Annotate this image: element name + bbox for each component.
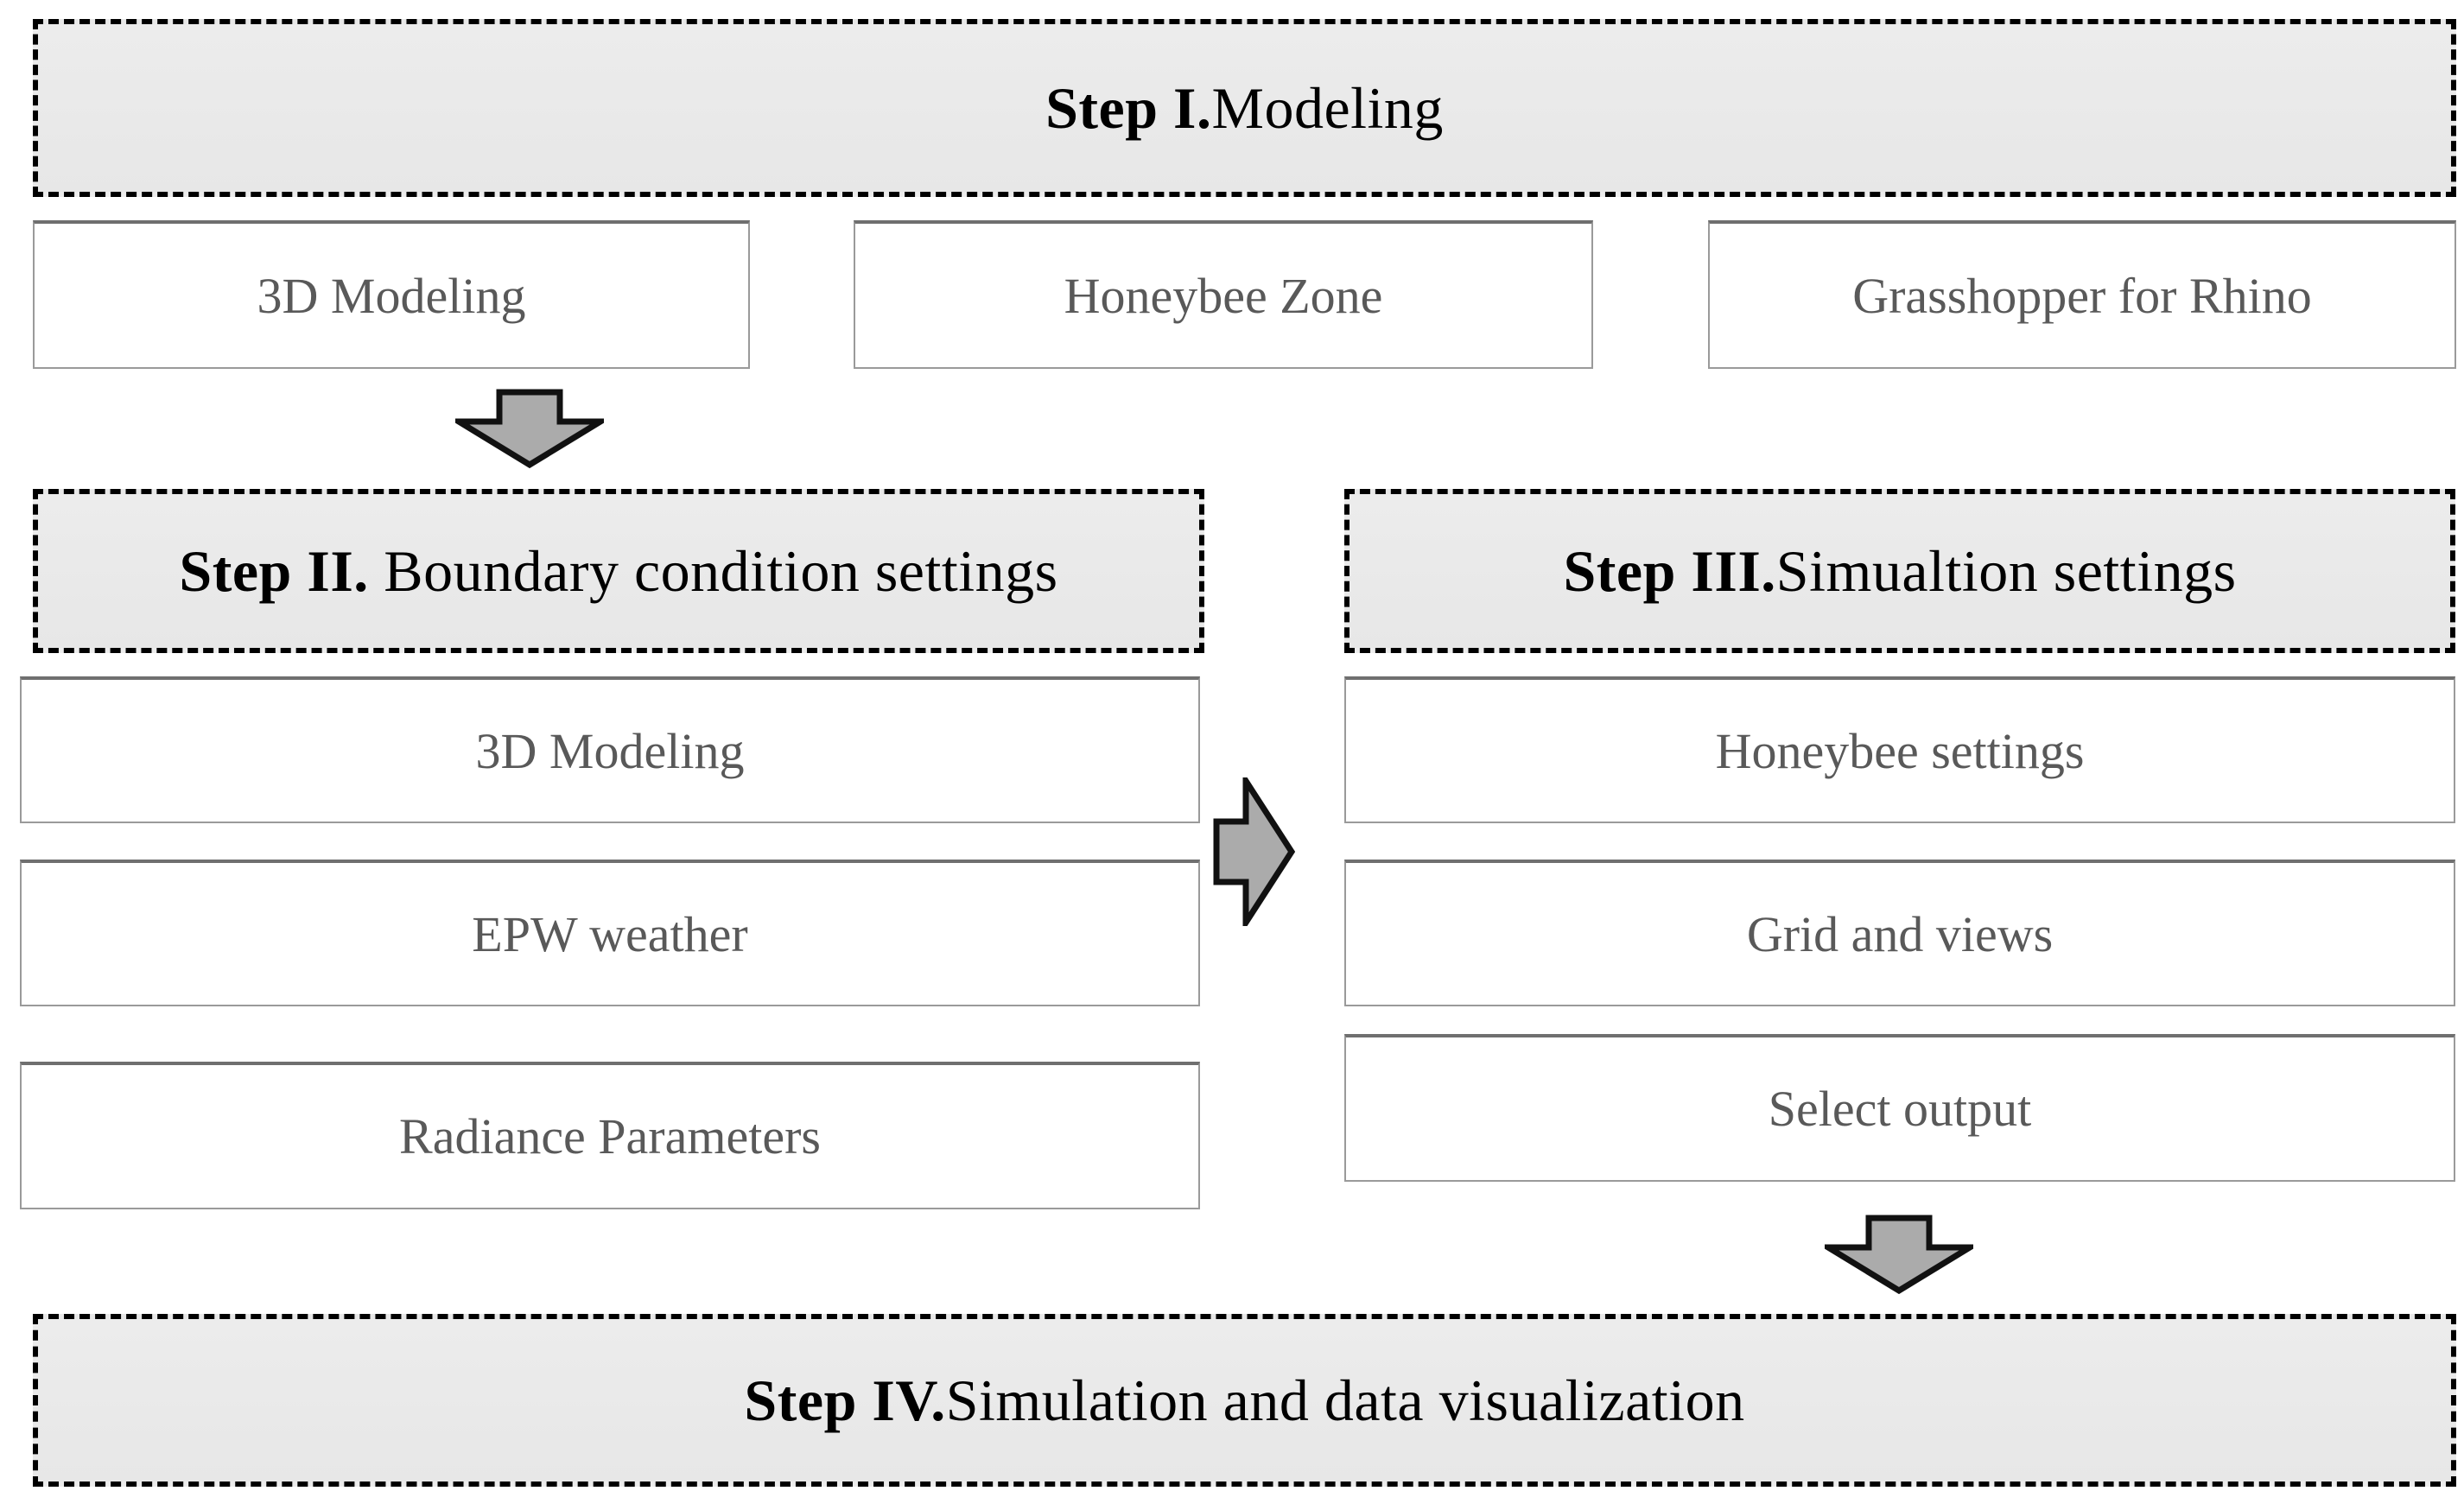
box-select-output: Select output — [1344, 1034, 2455, 1182]
step4-title-rest: Simulation and data visualization — [945, 1367, 1745, 1433]
box-label: Grid and views — [1746, 905, 2054, 962]
right-arrow-icon — [1213, 777, 1295, 926]
box-radiance-parameters: Radiance Parameters — [20, 1062, 1200, 1209]
box-label: Honeybee settings — [1715, 722, 2085, 779]
box-honeybee-zone: Honeybee Zone — [854, 220, 1593, 369]
box-label: EPW weather — [472, 905, 748, 962]
step4-header: Step IV.Simulation and data visualizatio… — [33, 1314, 2456, 1487]
step1-title-rest: Modeling — [1211, 74, 1444, 141]
down-arrow-icon — [455, 389, 604, 468]
box-3d-modeling-step2: 3D Modeling — [20, 676, 1200, 823]
box-epw-weather: EPW weather — [20, 860, 1200, 1006]
step3-header: Step III.Simualtion settings — [1344, 489, 2455, 653]
box-label: Select output — [1768, 1081, 2032, 1137]
down-arrow-icon — [1825, 1215, 1973, 1294]
box-grasshopper-for-rhino: Grasshopper for Rhino — [1708, 220, 2456, 369]
step2-title-rest: Boundary condition settings — [368, 537, 1058, 604]
box-label: 3D Modeling — [257, 267, 526, 324]
box-honeybee-settings: Honeybee settings — [1344, 676, 2455, 823]
box-label: 3D Modeling — [475, 722, 745, 779]
step1-title-bold: Step I. — [1045, 74, 1212, 141]
box-label: Radiance Parameters — [399, 1108, 821, 1164]
step3-title-rest: Simualtion settings — [1775, 537, 2237, 604]
step3-title-bold: Step III. — [1563, 537, 1776, 604]
step2-title-bold: Step II. — [179, 537, 369, 604]
box-label: Grasshopper for Rhino — [1852, 267, 2312, 324]
box-label: Honeybee Zone — [1064, 267, 1383, 324]
step2-header: Step II. Boundary condition settings — [33, 489, 1204, 653]
box-grid-and-views: Grid and views — [1344, 860, 2455, 1006]
box-3d-modeling-step1: 3D Modeling — [33, 220, 750, 369]
step4-title-bold: Step IV. — [744, 1367, 946, 1433]
step1-header: Step I.Modeling — [33, 19, 2456, 197]
